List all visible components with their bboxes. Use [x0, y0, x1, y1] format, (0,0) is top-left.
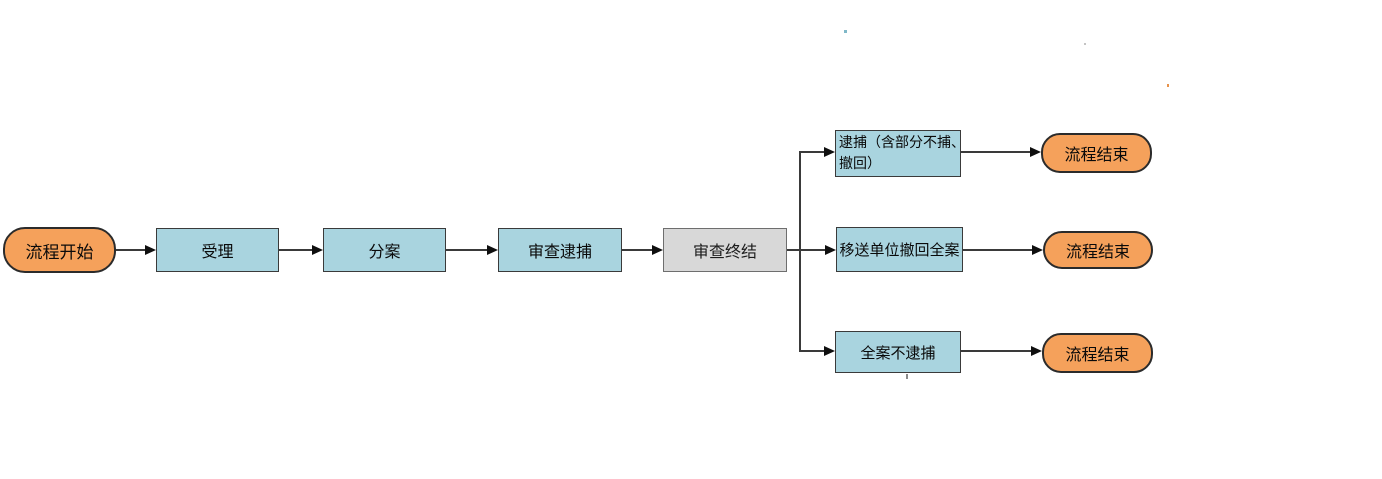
node-process-end-mid[interactable]: 流程结束 [1043, 231, 1153, 269]
node-step-review-arrest[interactable]: 审查逮捕 [498, 228, 622, 272]
node-step-review-conclude[interactable]: 审查终结 [663, 228, 787, 272]
node-label-line1: 逮捕（含部分不捕、 [839, 135, 965, 151]
arrowhead-icon [824, 346, 835, 356]
connector-branch-bottom-to-end [961, 350, 1031, 352]
artifact-dot [1084, 43, 1086, 45]
node-branch-arrest-partial-withdraw[interactable]: 逮捕（含部分不捕、 撤回） [835, 130, 965, 177]
arrowhead-icon [1030, 147, 1041, 157]
arrowhead-icon [145, 245, 156, 255]
node-branch-transfer-unit-withdraw[interactable]: 移送单位撤回全案 [836, 227, 963, 272]
connector-branch-trunk [799, 151, 801, 352]
artifact-tick [906, 374, 908, 379]
arrowhead-icon [825, 245, 836, 255]
artifact-dot [1167, 84, 1169, 87]
connector-to-branch-bottom [799, 350, 825, 352]
connector-assign-to-review [446, 249, 488, 251]
node-process-end-top[interactable]: 流程结束 [1041, 133, 1152, 173]
arrowhead-icon [824, 147, 835, 157]
artifact-dot [844, 30, 847, 33]
node-process-end-bottom[interactable]: 流程结束 [1042, 333, 1153, 373]
connector-accept-to-assign [279, 249, 313, 251]
connector-review-to-conclude [622, 249, 653, 251]
connector-branch-top-to-end [961, 151, 1031, 153]
connector-branch-mid-to-end [963, 249, 1033, 251]
connector-start-to-accept [116, 249, 147, 251]
node-step-assign-case[interactable]: 分案 [323, 228, 446, 272]
arrowhead-icon [652, 245, 663, 255]
arrowhead-icon [487, 245, 498, 255]
node-label-line2: 撤回） [839, 156, 881, 172]
arrowhead-icon [1032, 245, 1043, 255]
node-branch-whole-case-no-arrest[interactable]: 全案不逮捕 [835, 331, 961, 373]
node-step-accept[interactable]: 受理 [156, 228, 279, 272]
arrowhead-icon [1031, 346, 1042, 356]
connector-to-branch-mid [799, 249, 826, 251]
arrowhead-icon [312, 245, 323, 255]
connector-to-branch-top [799, 151, 825, 153]
connector-conclude-to-junction [787, 249, 801, 251]
node-process-start[interactable]: 流程开始 [3, 227, 116, 273]
